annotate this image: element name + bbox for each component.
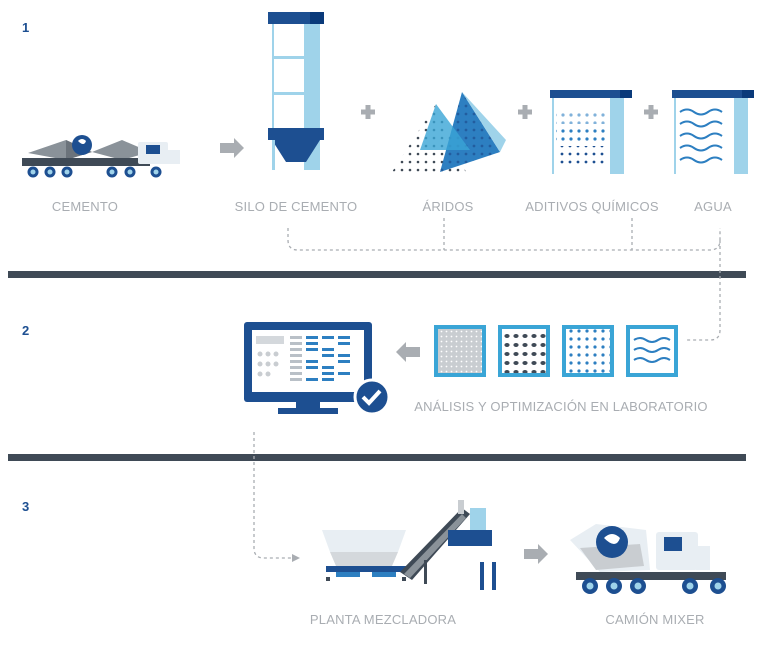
plus-icon [518,105,532,119]
connector-line [287,218,721,341]
lab-sample-additives-icon [562,325,614,377]
label-mixing-plant: PLANTA MEZCLADORA [309,612,457,627]
label-lab-analysis: ANÁLISIS Y OPTIMIZACIÓN EN LABORATORIO [414,399,708,414]
cement-truck-icon [22,135,180,178]
step-number-3: 3 [22,499,30,514]
connector-line [253,432,292,559]
label-cement: CEMENTO [51,199,119,214]
lab-sample-cement-icon [434,325,486,377]
computer-monitor-icon [244,322,391,416]
label-water: AGUA [694,199,732,214]
water-tank-icon [672,90,754,174]
plus-icon [361,105,375,119]
plus-icon [644,105,658,119]
mixing-plant-icon [322,500,496,590]
label-cement-silo: SILO DE CEMENTO [234,199,358,214]
divider-1 [8,271,746,278]
lab-sample-aggregates-icon [498,325,550,377]
step-number-2: 2 [22,323,30,338]
divider-2 [8,454,746,461]
step-number-1: 1 [22,20,30,35]
aggregates-icon [392,92,506,172]
arrow-right-icon [220,138,244,158]
mixer-truck-icon [570,524,726,594]
additives-tank-icon [550,90,632,174]
arrow-head-icon [292,554,300,562]
lab-sample-water-icon [626,325,678,377]
arrow-right-icon [524,544,548,564]
label-mixer-truck: CAMIÓN MIXER [605,612,705,627]
label-chemical-additives: ADITIVOS QUÍMICOS [525,199,659,214]
arrow-left-icon [396,342,420,362]
label-aggregates: ÁRIDOS [422,199,474,214]
cement-silo-icon [268,12,324,170]
